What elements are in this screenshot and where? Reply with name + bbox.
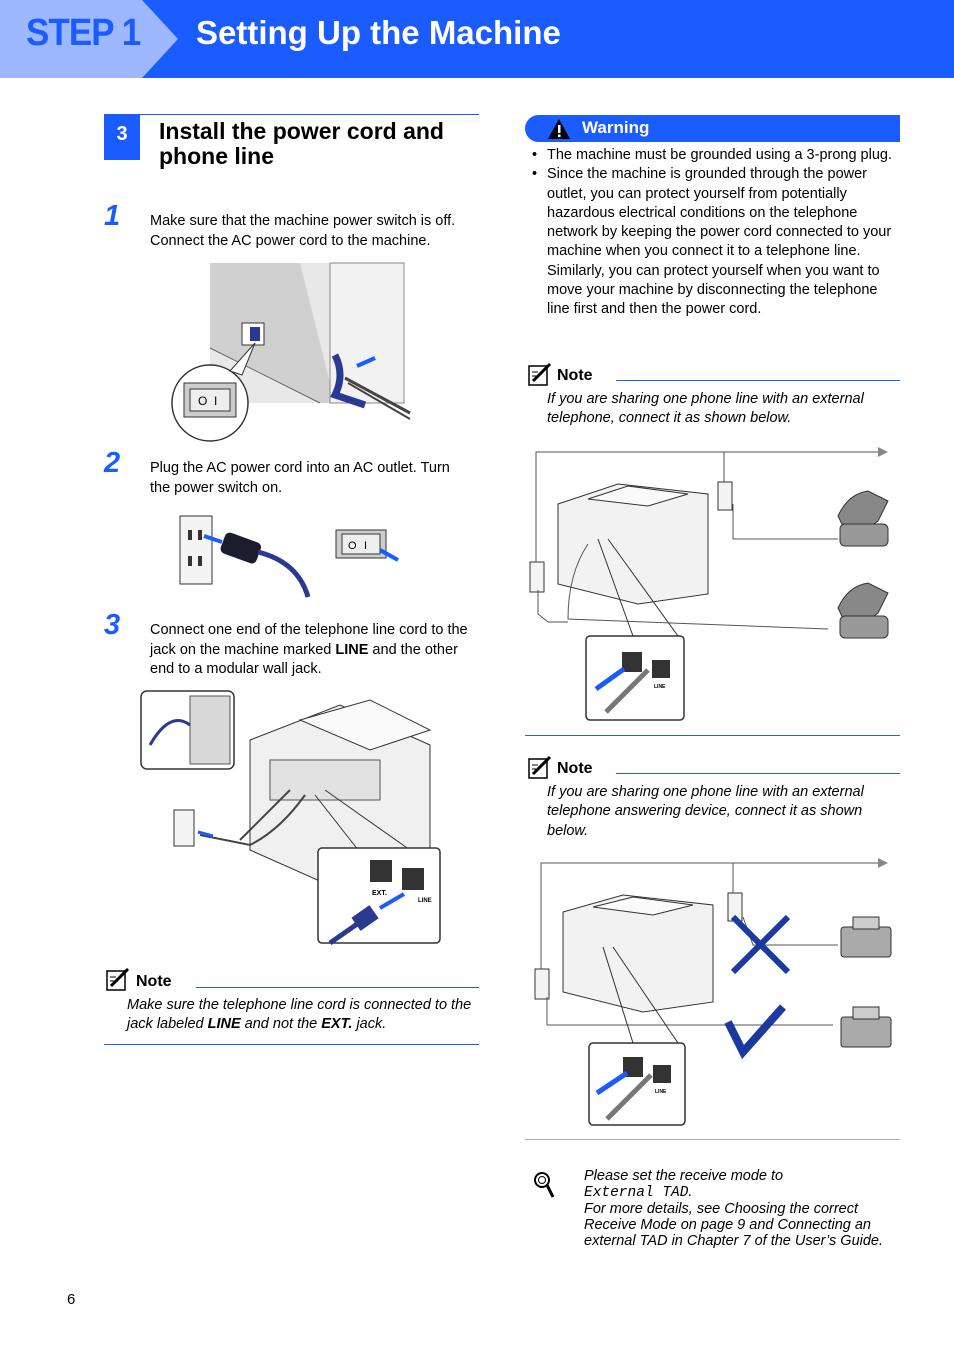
ac-outlet-illustration: O I (179, 515, 399, 598)
power-cord-machine-illustration: O I (171, 262, 411, 442)
note-pencil-icon (528, 755, 552, 779)
step-2-number: 2 (104, 447, 121, 479)
external-tad-diagram: LINE (534, 858, 892, 1126)
tad-note-text: If you are sharing one phone line with a… (547, 784, 864, 839)
external-telephone-diagram: LINE (529, 447, 889, 721)
page-title: Setting Up the Machine (196, 14, 561, 51)
left-note-label: Note (136, 973, 172, 990)
line-jack-label: LINE (655, 1089, 667, 1095)
warning-banner (525, 115, 900, 142)
section-title: Install the power cord and phone line (159, 118, 444, 169)
phone-note-text: If you are sharing one phone line with a… (547, 391, 864, 427)
magnifier-icon (534, 1172, 555, 1198)
step-2-text: Plug the AC power cord into an AC outlet… (150, 460, 450, 496)
tad-note-rule (616, 773, 900, 774)
note-pencil-icon (106, 967, 130, 991)
tip-text: Please set the receive mode to External … (584, 1168, 884, 1249)
warning-item: Since the machine is grounded through th… (532, 165, 900, 319)
receive-mode-value: External TAD (584, 1185, 689, 1201)
step-3-text: Connect one end of the telephone line co… (150, 622, 468, 677)
warning-triangle-icon (548, 119, 570, 139)
svg-text:I: I (214, 394, 217, 408)
phone-section-rule (525, 735, 900, 736)
phone-line-illustration: EXT. LINE (140, 690, 441, 946)
step-1-text: Make sure that the machine power switch … (150, 213, 456, 249)
step-1-number: 1 (104, 200, 121, 232)
warning-item: The machine must be grounded using a 3-p… (532, 146, 900, 166)
warning-list: The machine must be grounded using a 3-p… (532, 146, 900, 320)
left-note-text: Make sure the telephone line cord is con… (127, 997, 472, 1033)
section-number: 3 (104, 114, 140, 160)
tad-note-label: Note (557, 760, 593, 777)
step-3-number: 3 (104, 609, 121, 641)
tad-section-rule (525, 1139, 900, 1140)
line-jack-label: LINE (418, 898, 432, 904)
svg-text:O: O (348, 540, 357, 552)
phone-note-rule (616, 380, 900, 381)
line-jack-label: LINE (654, 684, 666, 690)
svg-text:O: O (198, 394, 207, 408)
warning-label: Warning (582, 118, 650, 137)
step-tab (0, 0, 178, 78)
section-rule (104, 114, 479, 115)
svg-text:I: I (364, 540, 367, 552)
step-label: STEP 1 (26, 12, 141, 54)
note-pencil-icon (528, 362, 552, 386)
left-note-rule (196, 987, 479, 988)
ext-jack-label: EXT. (372, 890, 387, 897)
page-number: 6 (67, 1291, 76, 1308)
phone-note-label: Note (557, 367, 593, 384)
left-note-bottom-rule (104, 1044, 479, 1045)
